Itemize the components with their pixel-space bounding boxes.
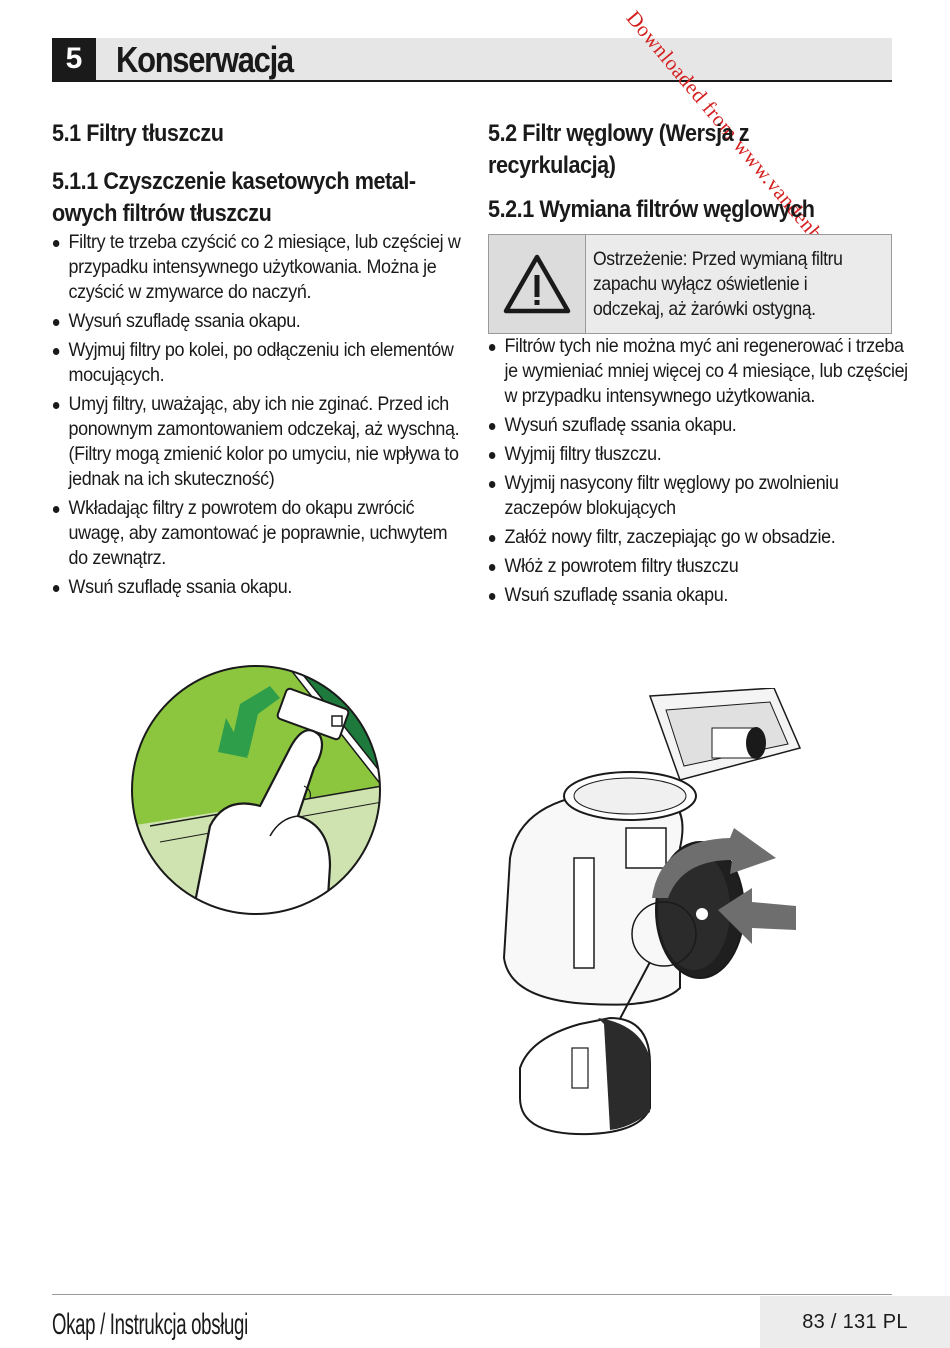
warning-box: Ostrzeżenie: Przed wymianą filtru zapach… [488, 234, 892, 334]
footer-manual-title: Okap / Instrukcja obsługi [52, 1308, 248, 1341]
list-item: Umyj filtry, uważając, aby ich nie zgina… [52, 392, 466, 492]
carbon-filter-illustration [490, 687, 810, 1147]
section-title-grease-filters: 5.1 Filtry tłuszczu [52, 120, 224, 147]
chapter-header: 5 Konserwacja [52, 38, 892, 82]
chapter-number: 5 [52, 38, 96, 80]
subsection-title-carbon-replace: 5.2.1 Wymiana filtrów węglowych [488, 196, 815, 223]
grease-filter-steps: Filtry te trzeba czyścić co 2 miesiące, … [52, 230, 461, 600]
section-title-carbon-filter-line2: recyrkulacją) [488, 152, 616, 179]
list-item: Włóż z powrotem filtry tłuszczu [488, 554, 908, 579]
carbon-filter-steps: Filtrów tych nie można myć ani regenerow… [488, 334, 908, 608]
list-item: Załóż nowy filtr, zaczepiając go w obsad… [488, 525, 908, 550]
footer-page-number: 83 / 131 PL [760, 1296, 950, 1348]
list-item: Wysuń szufladę ssania okapu. [52, 309, 466, 334]
list-item: Wsuń szufladę ssania okapu. [488, 583, 908, 608]
list-item: Wkładając filtry z powrotem do okapu zwr… [52, 496, 466, 571]
list-item: Filtry te trzeba czyścić co 2 miesiące, … [52, 230, 466, 305]
footer-divider [52, 1294, 892, 1295]
list-item: Wyjmij filtry tłuszczu. [488, 442, 908, 467]
subsection-title-line2: owych filtrów tłuszczu [52, 200, 272, 227]
grease-filter-illustration [130, 656, 382, 933]
left-column: 5.1 Filtry tłuszczu 5.1.1 Czyszczenie ka… [52, 118, 461, 604]
warning-text: Ostrzeżenie: Przed wymianą filtru zapach… [593, 248, 843, 320]
right-column: 5.2 Filtr węglowy (Wersja z recyrkulacją… [488, 118, 908, 612]
list-item: Wysuń szufladę ssania okapu. [488, 413, 908, 438]
list-item: Wsuń szufladę ssania okapu. [52, 575, 466, 600]
warning-triangle-icon [503, 254, 571, 314]
subsection-title-line1: 5.1.1 Czyszczenie kasetowych metal- [52, 168, 416, 195]
list-item: Wyjmuj filtry po kolei, po odłączeniu ic… [52, 338, 466, 388]
section-title-carbon-filter-line1: 5.2 Filtr węglowy (Wersja z [488, 120, 750, 147]
list-item: Filtrów tych nie można myć ani regenerow… [488, 334, 908, 409]
chapter-title: Konserwacja [116, 39, 294, 80]
list-item: Wyjmij nasycony filtr węglowy po zwolnie… [488, 471, 908, 521]
